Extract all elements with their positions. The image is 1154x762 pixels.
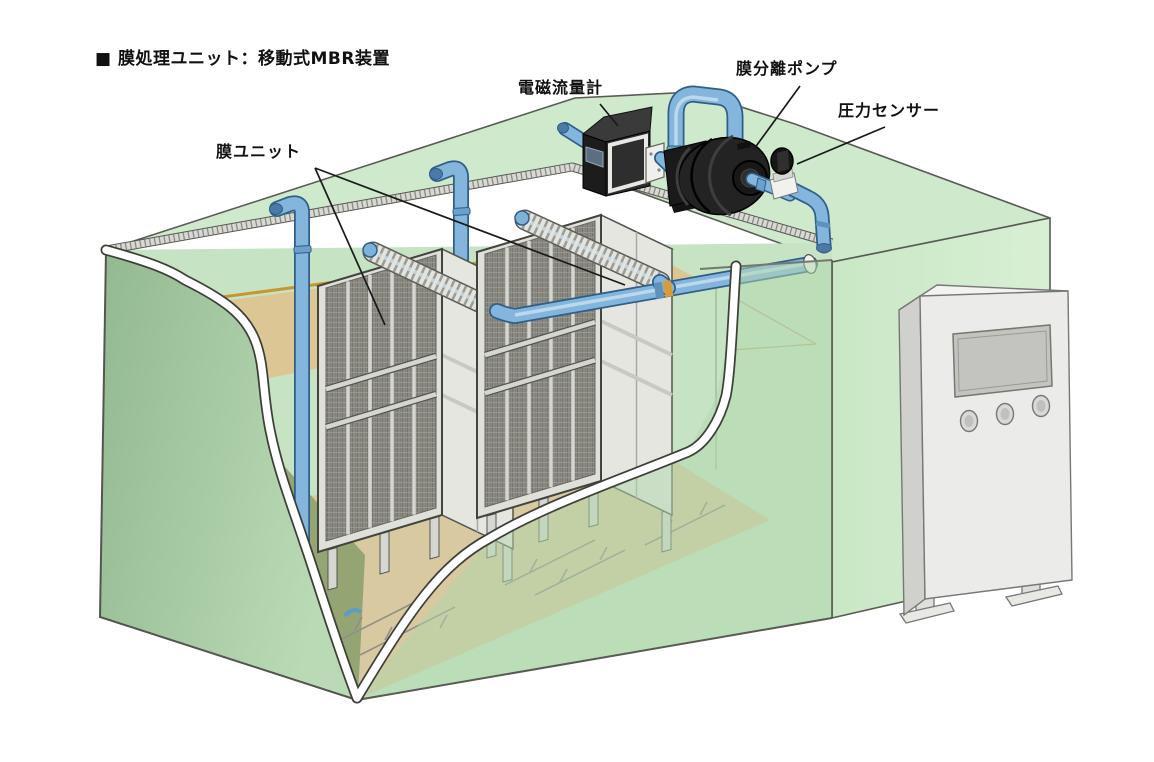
label-pressure-sensor: 圧力センサー xyxy=(838,101,941,120)
membrane-separation-pump xyxy=(663,134,771,217)
leader-flowmeter xyxy=(599,103,619,127)
tank-rim xyxy=(105,162,834,255)
page-title: ■ 膜処理ユニット：移動式MBR装置 xyxy=(95,49,390,69)
leader-membrane-unit-a xyxy=(314,167,386,326)
leader-pressure-sensor xyxy=(796,126,886,165)
corrugated-hose-right xyxy=(514,209,671,293)
label-electromagnetic-flowmeter: 電磁流量計 xyxy=(518,78,604,97)
permeate-manifold xyxy=(489,254,818,324)
front-wall-solid xyxy=(98,249,358,701)
leader-pump xyxy=(753,85,801,150)
cutaway-torn-edge xyxy=(100,244,742,704)
control-panel-buttons xyxy=(959,394,1051,433)
leader-membrane-unit-b xyxy=(314,167,626,286)
aeration-pipe-right xyxy=(429,160,471,326)
pressure-sensor xyxy=(769,147,799,200)
leader-lines xyxy=(314,85,886,326)
control-panel xyxy=(898,284,1073,624)
front-wall-ghost xyxy=(356,259,833,701)
aeration-pipe-left xyxy=(269,195,312,548)
label-membrane-separation-pump: 膜分離ポンプ xyxy=(736,59,838,78)
label-membrane-unit: 膜ユニット xyxy=(216,142,302,161)
pump-assembly xyxy=(557,85,832,254)
control-panel-screen xyxy=(952,324,1053,398)
flowmeter-display xyxy=(585,146,604,168)
aeration-stub xyxy=(343,608,362,618)
